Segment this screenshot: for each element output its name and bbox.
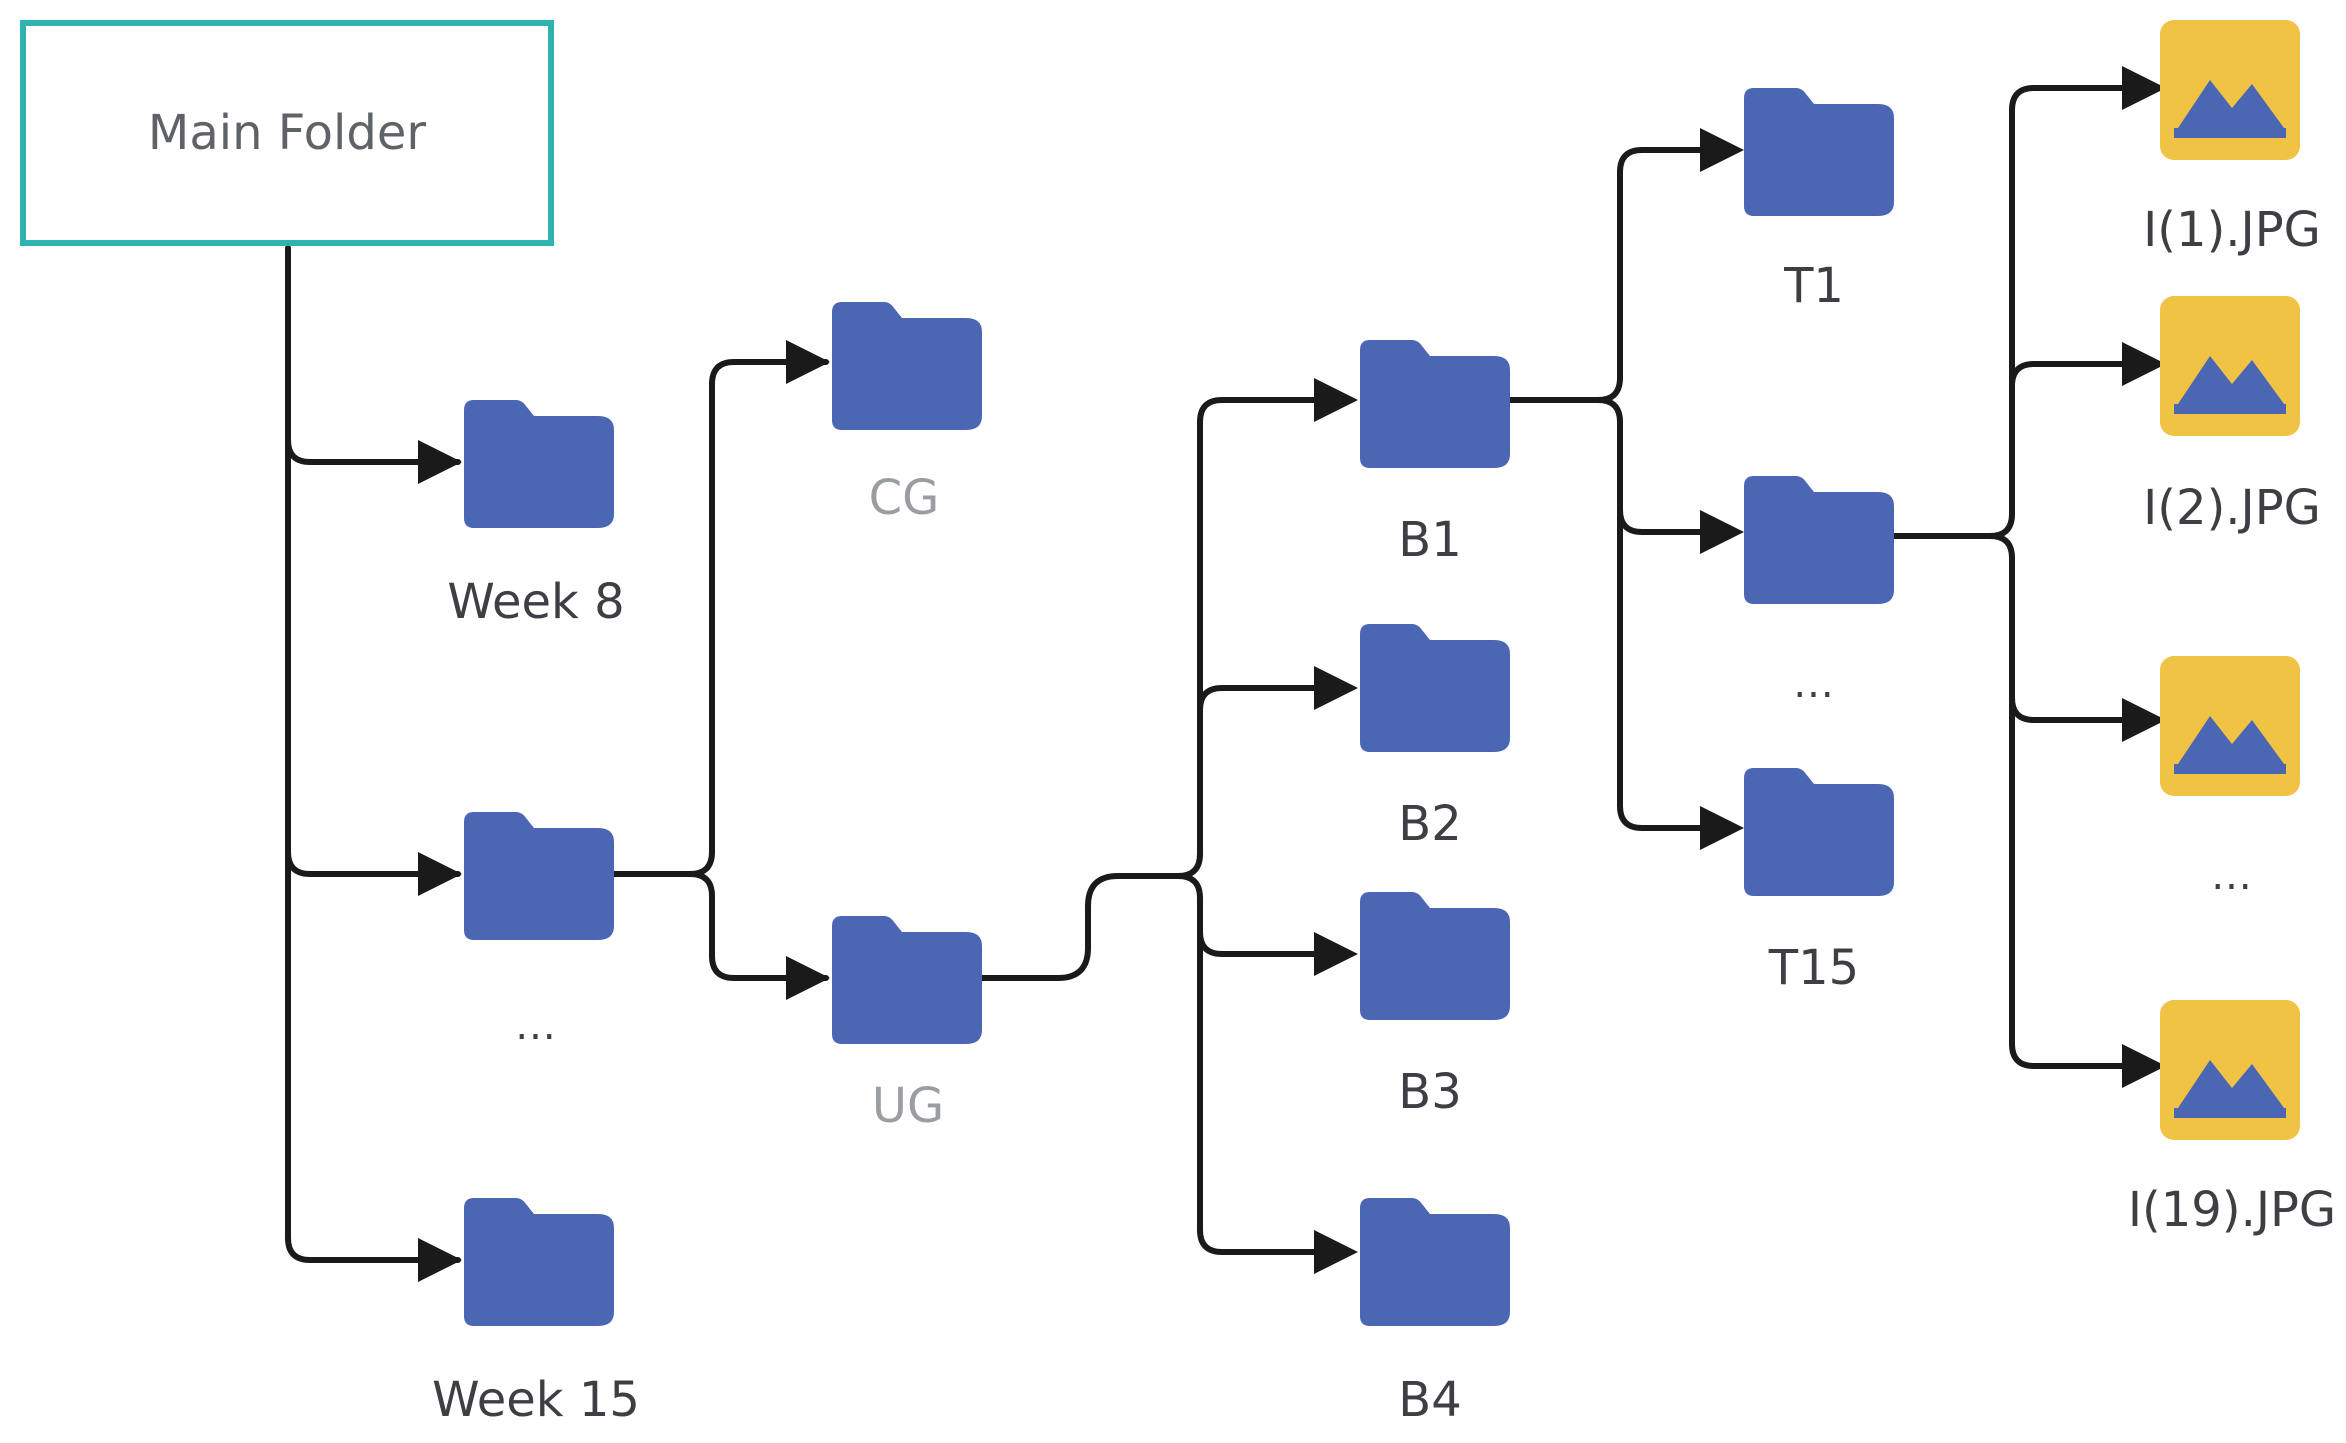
arrowhead — [1700, 806, 1744, 850]
folder-cg[interactable] — [826, 302, 982, 430]
arrowhead — [786, 340, 830, 384]
image-i3[interactable] — [2160, 656, 2300, 796]
main-folder-node[interactable]: Main Folder — [20, 20, 554, 246]
arrowhead — [2122, 1044, 2166, 1088]
arrowhead — [2122, 698, 2166, 742]
arrowhead — [1700, 128, 1744, 172]
folder-icon — [464, 400, 614, 528]
edge-to-t15 — [1617, 507, 1737, 831]
b2-label: B2 — [1398, 796, 1462, 852]
edge-to-i1 — [1987, 85, 2159, 539]
folder-icon — [832, 302, 982, 430]
b1-label: B1 — [1398, 512, 1462, 568]
folder-icon — [1360, 340, 1510, 468]
folder-icon — [1360, 624, 1510, 752]
arrowhead — [1700, 510, 1744, 554]
i2-label: I(2).JPG — [2143, 480, 2321, 536]
folder-t1[interactable] — [1738, 88, 1894, 216]
arrowhead — [2122, 66, 2166, 110]
folder-icon — [1744, 476, 1894, 604]
folder-t15[interactable] — [1738, 768, 1894, 896]
arrowhead — [2122, 342, 2166, 386]
edge-ug-to-split — [975, 873, 1181, 981]
folder-week15[interactable] — [458, 1198, 614, 1326]
edge-to-b1 — [1175, 397, 1353, 879]
edge-to-b4 — [1197, 929, 1353, 1255]
edge-to-b2 — [1197, 685, 1353, 713]
image-i1[interactable] — [2160, 20, 2300, 160]
folder-icon — [464, 1198, 614, 1326]
folder-icon — [832, 916, 982, 1044]
arrowhead — [1314, 378, 1358, 422]
edge-to-i19 — [2009, 695, 2159, 1069]
b4-label: B4 — [1398, 1372, 1462, 1428]
folder-icon — [1360, 892, 1510, 1020]
edge-main-to-week8 — [285, 245, 461, 465]
arrowhead — [418, 1238, 462, 1282]
i19-label: I(19).JPG — [2127, 1182, 2337, 1238]
folder-ug[interactable] — [826, 916, 982, 1044]
image-icon — [2160, 656, 2300, 796]
folder-icon — [1744, 88, 1894, 216]
i1-label: I(1).JPG — [2143, 202, 2321, 258]
folder-b3[interactable] — [1354, 892, 1510, 1020]
folder-week8[interactable] — [458, 400, 614, 528]
folder-week-middle[interactable] — [458, 812, 614, 940]
week15-label: Week 15 — [432, 1372, 640, 1428]
arrowhead — [1314, 666, 1358, 710]
folder-t-middle[interactable] — [1738, 476, 1894, 604]
edge-to-t1 — [1595, 147, 1737, 403]
weeks-ellipsis: ... — [515, 1003, 557, 1049]
cg-label: CG — [868, 470, 940, 526]
folder-b1[interactable] — [1354, 340, 1510, 468]
images-ellipsis: ... — [2211, 853, 2253, 899]
image-icon — [2160, 1000, 2300, 1140]
t15-label: T15 — [1768, 940, 1860, 996]
folder-icon — [1744, 768, 1894, 896]
edge-week-to-ug — [687, 871, 829, 981]
b3-label: B3 — [1398, 1064, 1462, 1120]
image-i2[interactable] — [2160, 296, 2300, 436]
folder-b2[interactable] — [1354, 624, 1510, 752]
arrowhead — [1314, 932, 1358, 976]
edge-to-i2 — [2009, 361, 2159, 389]
folder-b4[interactable] — [1354, 1198, 1510, 1326]
ug-label: UG — [871, 1078, 945, 1134]
week8-label: Week 8 — [447, 574, 625, 630]
folder-icon — [464, 812, 614, 940]
edge-week-to-cg — [609, 359, 829, 877]
edge-main-to-week-middle — [285, 437, 461, 877]
edge-main-to-week15 — [285, 849, 461, 1263]
image-i19[interactable] — [2160, 1000, 2300, 1140]
arrowhead — [418, 852, 462, 896]
arrowhead — [1314, 1230, 1358, 1274]
t1-label: T1 — [1784, 258, 1844, 314]
arrowhead — [786, 956, 830, 1000]
edge-to-i3 — [1987, 533, 2159, 723]
folder-icon — [1360, 1198, 1510, 1326]
arrowhead — [418, 440, 462, 484]
image-icon — [2160, 296, 2300, 436]
image-icon — [2160, 20, 2300, 160]
tests-ellipsis: ... — [1793, 661, 1835, 707]
main-folder-label: Main Folder — [147, 105, 427, 161]
